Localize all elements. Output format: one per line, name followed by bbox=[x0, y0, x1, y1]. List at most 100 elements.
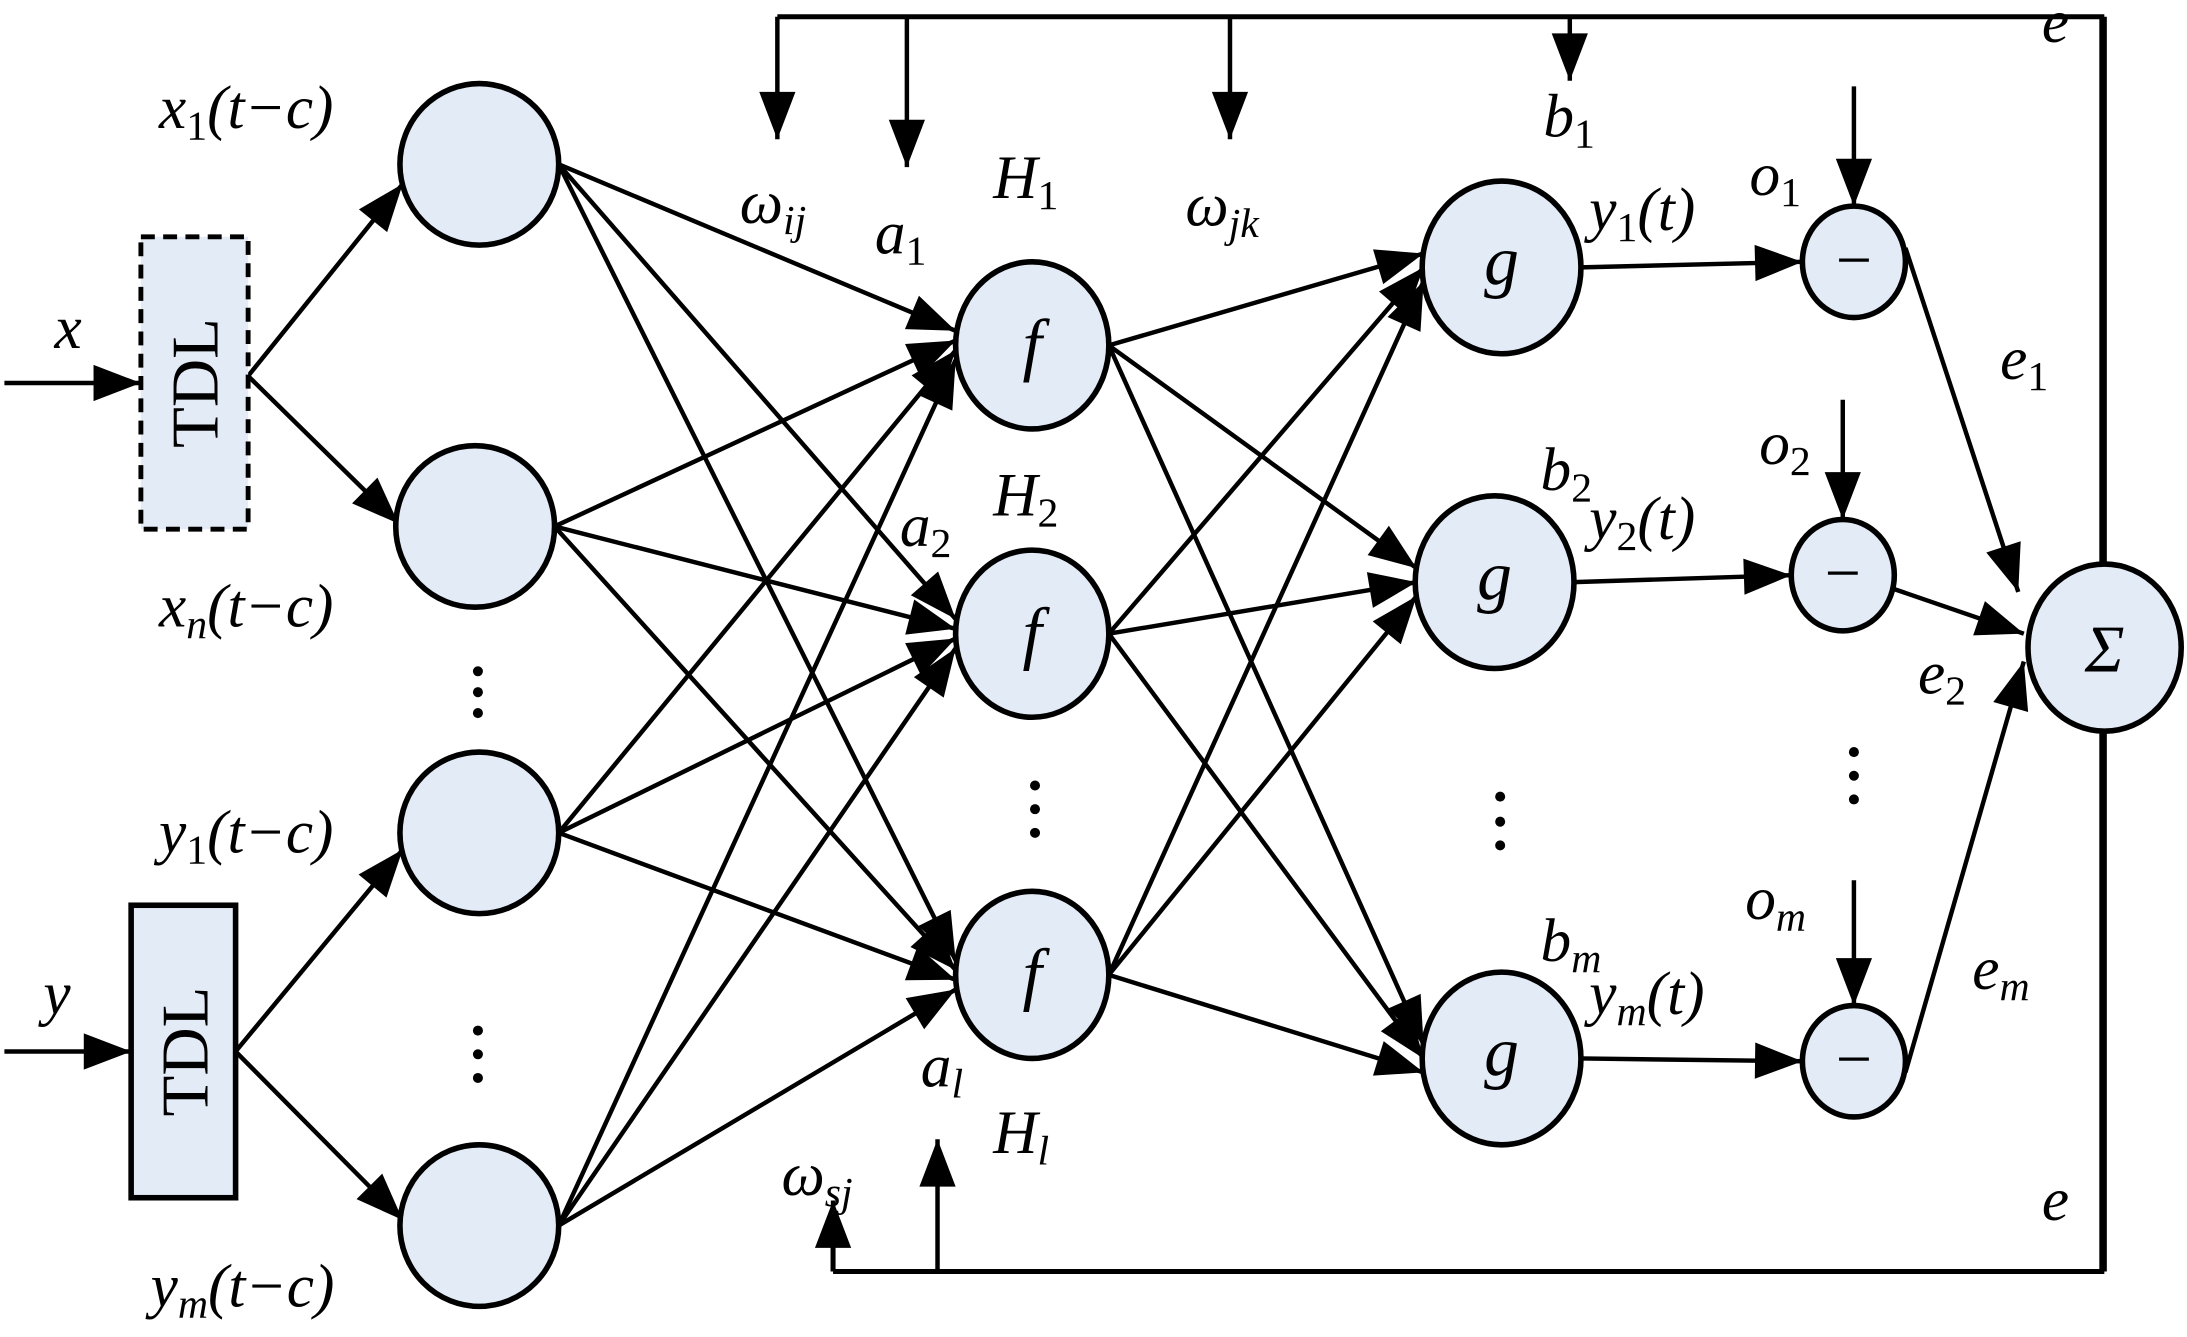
output-node-g2 bbox=[1412, 493, 1577, 672]
tdl-x-to-x1-arrowhead-icon bbox=[358, 183, 403, 233]
edge-cmpm-to-sum bbox=[1903, 660, 2026, 1074]
input-y-arrow-arrowhead-icon bbox=[83, 1033, 132, 1070]
feedback-wsj-arrow-arrowhead-icon bbox=[814, 1200, 852, 1248]
output-label-g1: y1(t) bbox=[1583, 176, 1695, 251]
edge-h3-to-g3-arrowhead-icon bbox=[1372, 1041, 1424, 1076]
edge-h1-to-g1 bbox=[1108, 251, 1425, 348]
feedback-wij-arrow-arrowhead-icon bbox=[759, 91, 796, 140]
edge-in1-to-h2-arrowhead-icon bbox=[910, 571, 956, 620]
input-label-in4: ym(t−c) bbox=[145, 1252, 335, 1327]
tdl-y-label: TDL bbox=[149, 987, 223, 1117]
output-g1-symbol: g bbox=[1484, 223, 1519, 300]
edge-in1-to-h3 bbox=[556, 163, 958, 962]
input-x-label: x bbox=[54, 294, 82, 362]
edge-g3-to-cmp3-arrowhead-icon bbox=[1754, 1042, 1803, 1079]
feedback-e-top-label: e bbox=[2042, 0, 2069, 56]
input-x-arrow-arrowhead-icon bbox=[93, 364, 141, 402]
feedback-al-arrow-arrowhead-icon bbox=[919, 1139, 956, 1187]
edge-g1-to-cmp1-arrowhead-icon bbox=[1754, 244, 1803, 282]
error-label-cm: em bbox=[1972, 935, 2029, 1010]
comparator-node-2 bbox=[1788, 516, 1898, 634]
comparator-1-symbol: − bbox=[1836, 224, 1872, 295]
output-bias-gm: bm bbox=[1541, 907, 1602, 982]
edge-h2-to-g2 bbox=[1108, 579, 1417, 636]
input-node-y1 bbox=[397, 749, 562, 917]
ellipsis-dots bbox=[472, 666, 1859, 1083]
feedback-a1-arrow-arrowhead-icon bbox=[888, 119, 925, 168]
output-g2-symbol: g bbox=[1477, 538, 1512, 615]
arrowheads bbox=[83, 33, 2029, 1248]
tdl-x-to-xn-arrowhead-icon bbox=[352, 477, 399, 524]
hidden-name-h1: H1 bbox=[992, 144, 1058, 219]
input-y-label: y bbox=[37, 960, 71, 1028]
edge-in4-to-h1 bbox=[556, 359, 958, 1227]
edge-in4-to-h3 bbox=[557, 987, 957, 1228]
edge-in2-to-h1 bbox=[553, 338, 957, 529]
weight-wjk-label: ωjk bbox=[1185, 172, 1260, 247]
input-node-ym bbox=[397, 1142, 562, 1310]
comparator-node-m bbox=[1799, 1002, 1909, 1120]
edge-in1-to-h2 bbox=[557, 162, 958, 621]
edge-in3-to-h2 bbox=[557, 636, 957, 835]
edge-in4-to-h2-arrowhead-icon bbox=[913, 648, 956, 698]
comparator-m-symbol: − bbox=[1836, 1024, 1872, 1095]
edge-cmp1-to-sum bbox=[1903, 247, 2021, 593]
input-ellipsis-lower bbox=[472, 1025, 483, 1083]
edge-g2-to-cmp2-arrowhead-icon bbox=[1743, 558, 1792, 595]
output-gm-symbol: g bbox=[1484, 1014, 1519, 1091]
edge-h2-to-g1-arrowhead-icon bbox=[1378, 267, 1424, 316]
nodes bbox=[392, 80, 2184, 1310]
edge-cmp2-to-sum-arrowhead-icon bbox=[1973, 601, 2024, 636]
connection-edges bbox=[4, 16, 2107, 1272]
edge-in2-to-h2-arrowhead-icon bbox=[905, 599, 956, 635]
edge-h2-to-g3 bbox=[1107, 632, 1426, 1060]
output-node-gm bbox=[1419, 969, 1584, 1148]
output-bias-g2: b2 bbox=[1541, 436, 1593, 511]
tdl-y-to-ym-arrowhead-icon bbox=[356, 1173, 403, 1221]
edge-in2-to-h3 bbox=[552, 524, 958, 972]
error-label-c1: e1 bbox=[2000, 325, 2048, 400]
edge-in1-to-h1-arrowhead-icon bbox=[904, 295, 956, 331]
edge-in1-to-h1 bbox=[557, 162, 957, 333]
tdl-block-y: TDL bbox=[128, 902, 239, 1201]
output-label-g2: y2(t) bbox=[1583, 485, 1695, 560]
hidden-ellipsis bbox=[1029, 780, 1041, 838]
input-ellipsis-upper bbox=[472, 666, 483, 719]
target-label-cm: om bbox=[1745, 865, 1806, 940]
output-label-gm: ym(t) bbox=[1583, 960, 1704, 1035]
edge-h1-to-g3 bbox=[1106, 344, 1426, 1046]
hidden-bias-h2: a2 bbox=[900, 492, 952, 567]
edge-cmp1-to-sum-arrowhead-icon bbox=[1986, 541, 2021, 592]
target-label-c1: o1 bbox=[1749, 141, 1801, 216]
weight-wsj-label: ωsj bbox=[782, 1141, 853, 1216]
target-o2-arrow-arrowhead-icon bbox=[1824, 472, 1861, 520]
input-node-xn bbox=[392, 442, 558, 611]
tdl-y-to-y1-arrowhead-icon bbox=[358, 849, 403, 898]
output-node-g1 bbox=[1419, 178, 1584, 357]
input-node-x1 bbox=[397, 80, 562, 248]
feedback-e-bottom-label: e bbox=[2042, 1166, 2069, 1234]
feedback-wjk-arrow-arrowhead-icon bbox=[1211, 91, 1249, 140]
sum-symbol: Σ bbox=[2084, 612, 2125, 686]
target-label-c2: o2 bbox=[1759, 410, 1811, 485]
edge-h3-to-g2-arrowhead-icon bbox=[1372, 596, 1417, 645]
edge-h3-to-g1 bbox=[1106, 280, 1426, 976]
edge-in4-to-h1-arrowhead-icon bbox=[919, 360, 956, 411]
edge-h2-to-g3-arrowhead-icon bbox=[1380, 1009, 1424, 1059]
tdl-block-x: TDL bbox=[138, 234, 251, 532]
edge-in3-to-h2-arrowhead-icon bbox=[905, 638, 956, 676]
edge-in4-to-h3-arrowhead-icon bbox=[905, 989, 956, 1030]
edge-in3-to-h3 bbox=[557, 830, 957, 982]
edge-cmpm-to-sum-arrowhead-icon bbox=[1993, 661, 2029, 713]
hidden-node-h1 bbox=[952, 259, 1112, 432]
hidden-name-h2: H2 bbox=[992, 461, 1058, 536]
edge-in2-to-h1-arrowhead-icon bbox=[905, 340, 956, 377]
output-bias-g1: b1 bbox=[1543, 82, 1595, 157]
output-ellipsis bbox=[1495, 791, 1506, 851]
input-label-in3: y1(t−c) bbox=[153, 798, 333, 873]
input-label-in2: xn(t−c) bbox=[158, 573, 333, 648]
comparator-ellipsis bbox=[1848, 747, 1859, 805]
weight-wij-label: ωij bbox=[740, 169, 806, 244]
edge-h1-to-g2-arrowhead-icon bbox=[1367, 525, 1417, 569]
